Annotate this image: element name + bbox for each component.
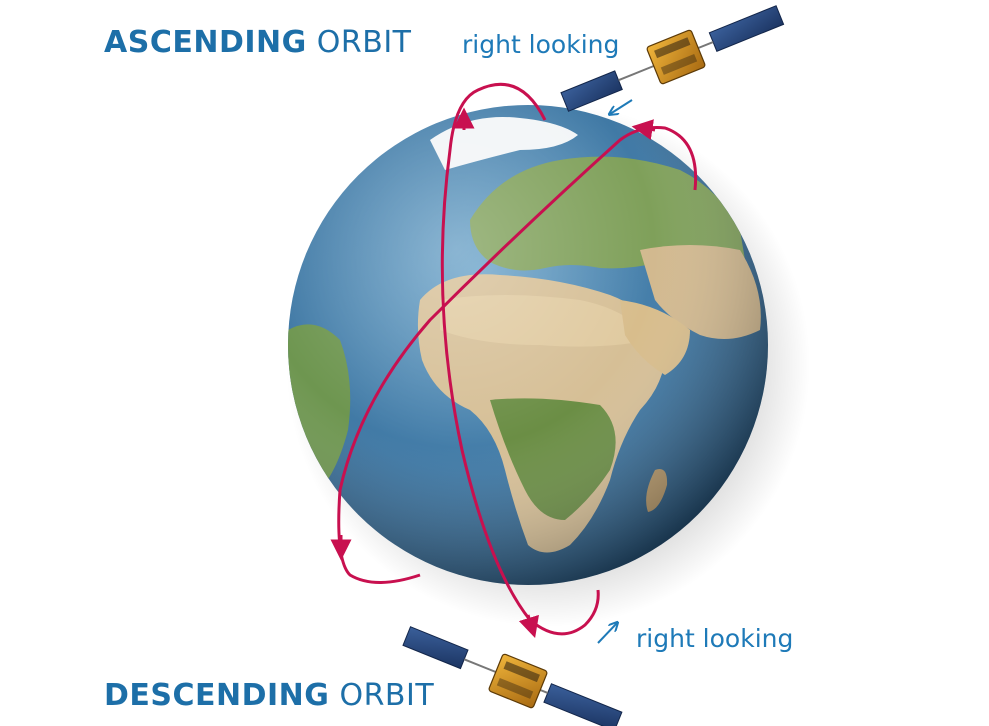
descending-title-strong: DESCENDING	[104, 678, 330, 713]
ascending-orbit-title: ASCENDING ORBIT	[104, 28, 412, 58]
orbit-track-b	[330, 119, 698, 584]
ascending-direction-arrow	[610, 99, 633, 114]
ascending-title-strong: ASCENDING	[104, 25, 307, 60]
ascending-looking-label: right looking	[462, 30, 620, 59]
descending-orbit-title: DESCENDING ORBIT	[104, 681, 434, 711]
descending-direction-arrow	[597, 623, 617, 644]
ascending-title-light: ORBIT	[316, 25, 412, 60]
orbit-track-a	[440, 82, 600, 639]
descending-looking-label: right looking	[636, 624, 794, 653]
satellite-bottom-icon	[402, 626, 623, 726]
earth-globe	[288, 105, 768, 585]
descending-title-light: ORBIT	[339, 678, 435, 713]
satellite-top-icon	[560, 5, 785, 112]
